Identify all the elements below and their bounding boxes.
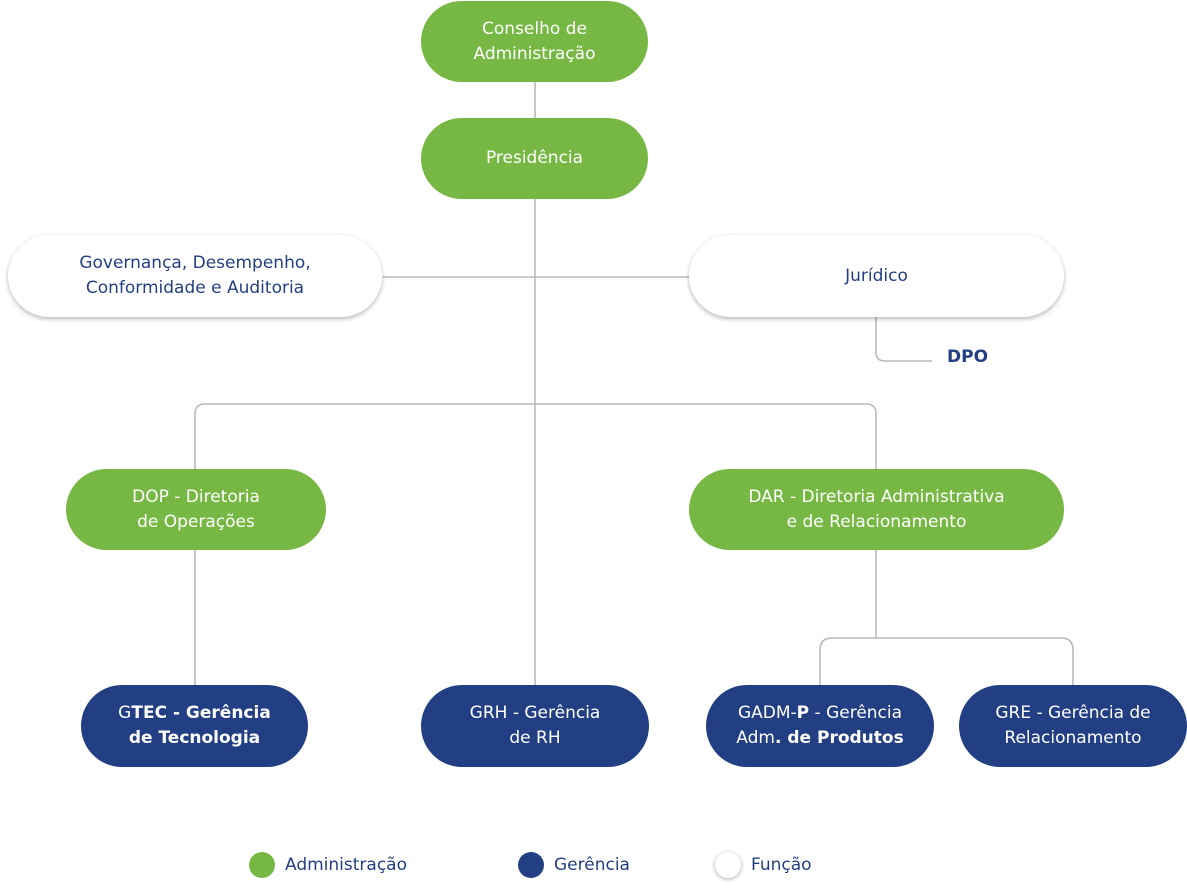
juridico-label: Jurídico: [845, 265, 908, 286]
conselho-line2: Administração: [473, 43, 596, 64]
node-juridico: Jurídico: [689, 235, 1064, 317]
legend-label-funcao: Função: [751, 855, 812, 875]
node-dar: DAR - Diretoria Administrativa e de Relac…: [689, 469, 1064, 550]
gtec-line1: GTEC - Gerência: [118, 701, 271, 726]
gre-line1: GRE - Gerência de: [995, 703, 1151, 723]
node-governanca: Governança, Desempenho, Conformidade e Au…: [8, 235, 382, 317]
grh-line2: de RH: [509, 728, 561, 748]
node-grh: GRH - Gerência de RH: [421, 685, 649, 767]
gtec-line1-part2: TEC - Gerência: [131, 703, 271, 723]
governanca-line1: Governança, Desempenho,: [79, 253, 311, 273]
legend-item-gerencia: Gerência: [518, 852, 630, 878]
gadm-line2: Adm. de Produtos: [736, 726, 903, 751]
legend-green-dot-icon: [249, 852, 275, 878]
connector-dar-branch: [819, 637, 1074, 687]
connector-directors-branch: [194, 403, 877, 470]
dop-line1: DOP - Diretoria: [132, 486, 260, 507]
node-dpo: DPO: [947, 347, 989, 367]
conselho-line1: Conselho de: [482, 18, 587, 39]
dar-line2: e de Relacionamento: [786, 511, 967, 532]
gadm-line1-part3: - Gerência: [809, 703, 903, 723]
grh-line1: GRH - Gerência: [469, 703, 601, 723]
node-gtec: GTEC - Gerência de Tecnologia: [81, 685, 308, 767]
legend-label-administracao: Administração: [285, 855, 407, 875]
governanca-line2: Conformidade e Auditoria: [85, 278, 305, 298]
gtec-line2: de Tecnologia: [128, 728, 261, 748]
gadm-line1-part2: P: [796, 703, 810, 723]
gtec-line1-part1: G: [118, 703, 132, 723]
node-gre: GRE - Gerência de Relacionamento: [959, 685, 1187, 767]
legend-label-gerencia: Gerência: [554, 855, 630, 875]
legend-item-funcao: Função: [715, 852, 812, 878]
legend-white-dot-icon: [715, 852, 741, 878]
presidencia-label: Presidência: [485, 148, 584, 168]
node-conselho: Conselho de Administração: [421, 1, 648, 82]
node-dop: DOP - Diretoria de Operações: [66, 469, 326, 550]
legend-blue-dot-icon: [518, 852, 544, 878]
dop-line2: de Operações: [137, 511, 255, 532]
gadm-line2-part1: Adm: [736, 728, 775, 748]
gre-line2: Relacionamento: [1004, 728, 1142, 748]
legend-item-administracao: Administração: [249, 852, 407, 878]
gadm-line1-part1: GADM-: [737, 703, 797, 723]
dar-line1: DAR - Diretoria Administrativa: [748, 486, 1005, 507]
node-presidencia: Presidência: [421, 118, 648, 199]
gadm-line1: GADM-P - Gerência: [736, 701, 903, 726]
gadm-line2-part2: . de Produtos: [774, 728, 904, 748]
connector-juridico-dpo: [875, 317, 932, 362]
node-gadm: GADM-P - Gerência Adm. de Produtos: [706, 685, 934, 767]
